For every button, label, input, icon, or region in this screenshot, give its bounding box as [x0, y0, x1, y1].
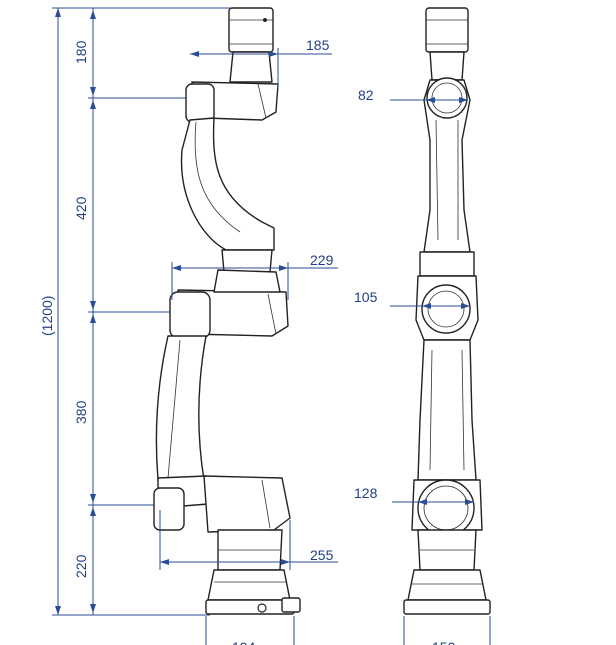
side-dimension-lines — [159, 48, 338, 645]
side-view-robot — [153, 7, 301, 615]
dim-label-128: 128 — [354, 485, 378, 501]
dim-label-220: 220 — [73, 554, 89, 578]
dim-label-229: 229 — [310, 252, 334, 268]
front-dimension-lines — [390, 97, 491, 645]
dim-label-185: 185 — [306, 37, 330, 53]
left-dimension-lines — [52, 7, 230, 616]
dim-label-1200: (1200) — [39, 296, 55, 336]
dim-label-194: 194 — [232, 639, 256, 645]
dim-label-255: 255 — [310, 547, 334, 563]
front-view-robot — [403, 7, 491, 615]
dim-label-82: 82 — [358, 87, 374, 103]
dim-label-420: 420 — [73, 196, 89, 220]
dim-label-150: 150 — [432, 639, 456, 645]
dim-label-180: 180 — [73, 40, 89, 64]
dim-label-380: 380 — [73, 400, 89, 424]
dim-label-105: 105 — [354, 289, 378, 305]
